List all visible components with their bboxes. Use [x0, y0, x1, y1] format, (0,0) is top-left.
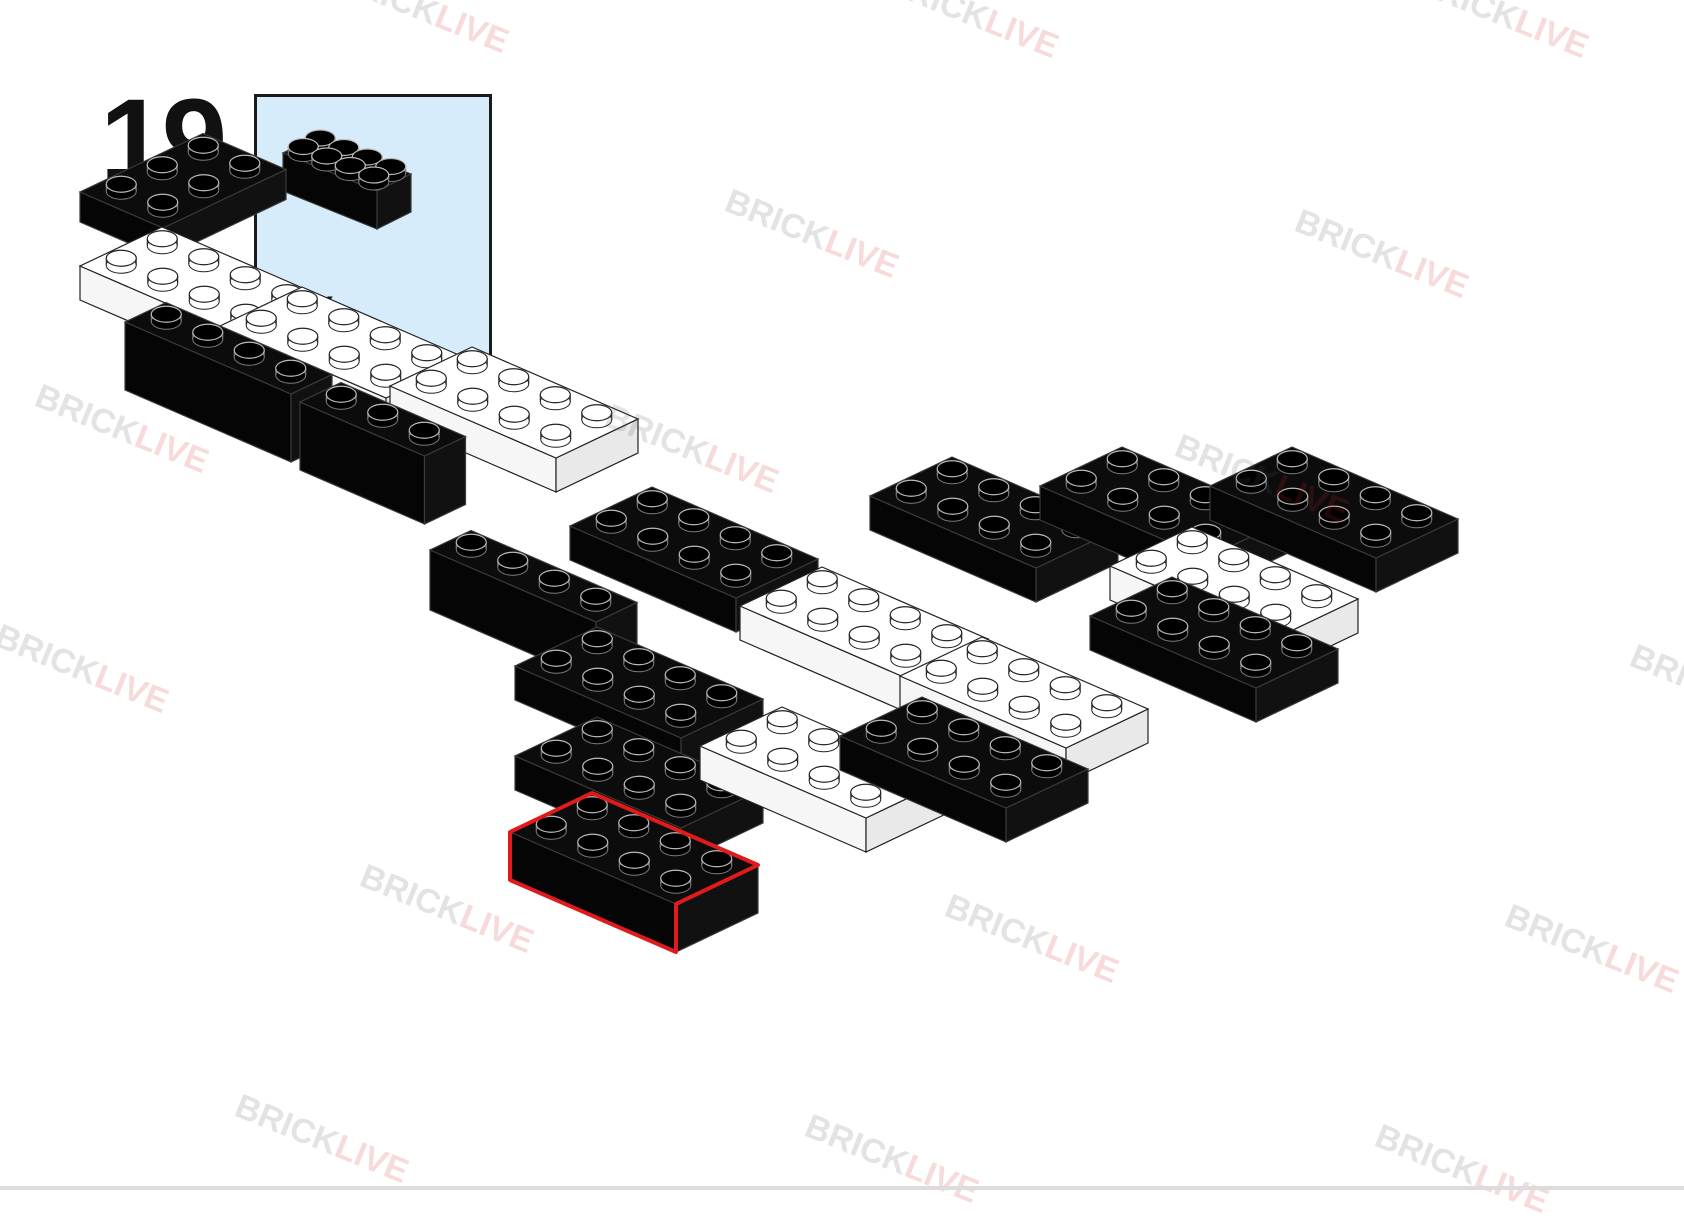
brick-wing-black-3: [1208, 446, 1460, 593]
new-part-highlight: [508, 791, 760, 954]
page-edge: [0, 1186, 1684, 1190]
brick-arm-white-3: [388, 346, 640, 493]
brick-new-2x4: [508, 792, 760, 953]
brick-arm-tip: [78, 132, 288, 259]
build-model-illustration: [78, 132, 1460, 954]
brick-front-black-4: [838, 696, 1090, 843]
brick-body-black-2: [1088, 576, 1340, 723]
callout-brick-2x4: [281, 129, 413, 230]
brick-2x4-icon: [281, 129, 413, 230]
brick-arm-lower-2: [298, 381, 467, 525]
